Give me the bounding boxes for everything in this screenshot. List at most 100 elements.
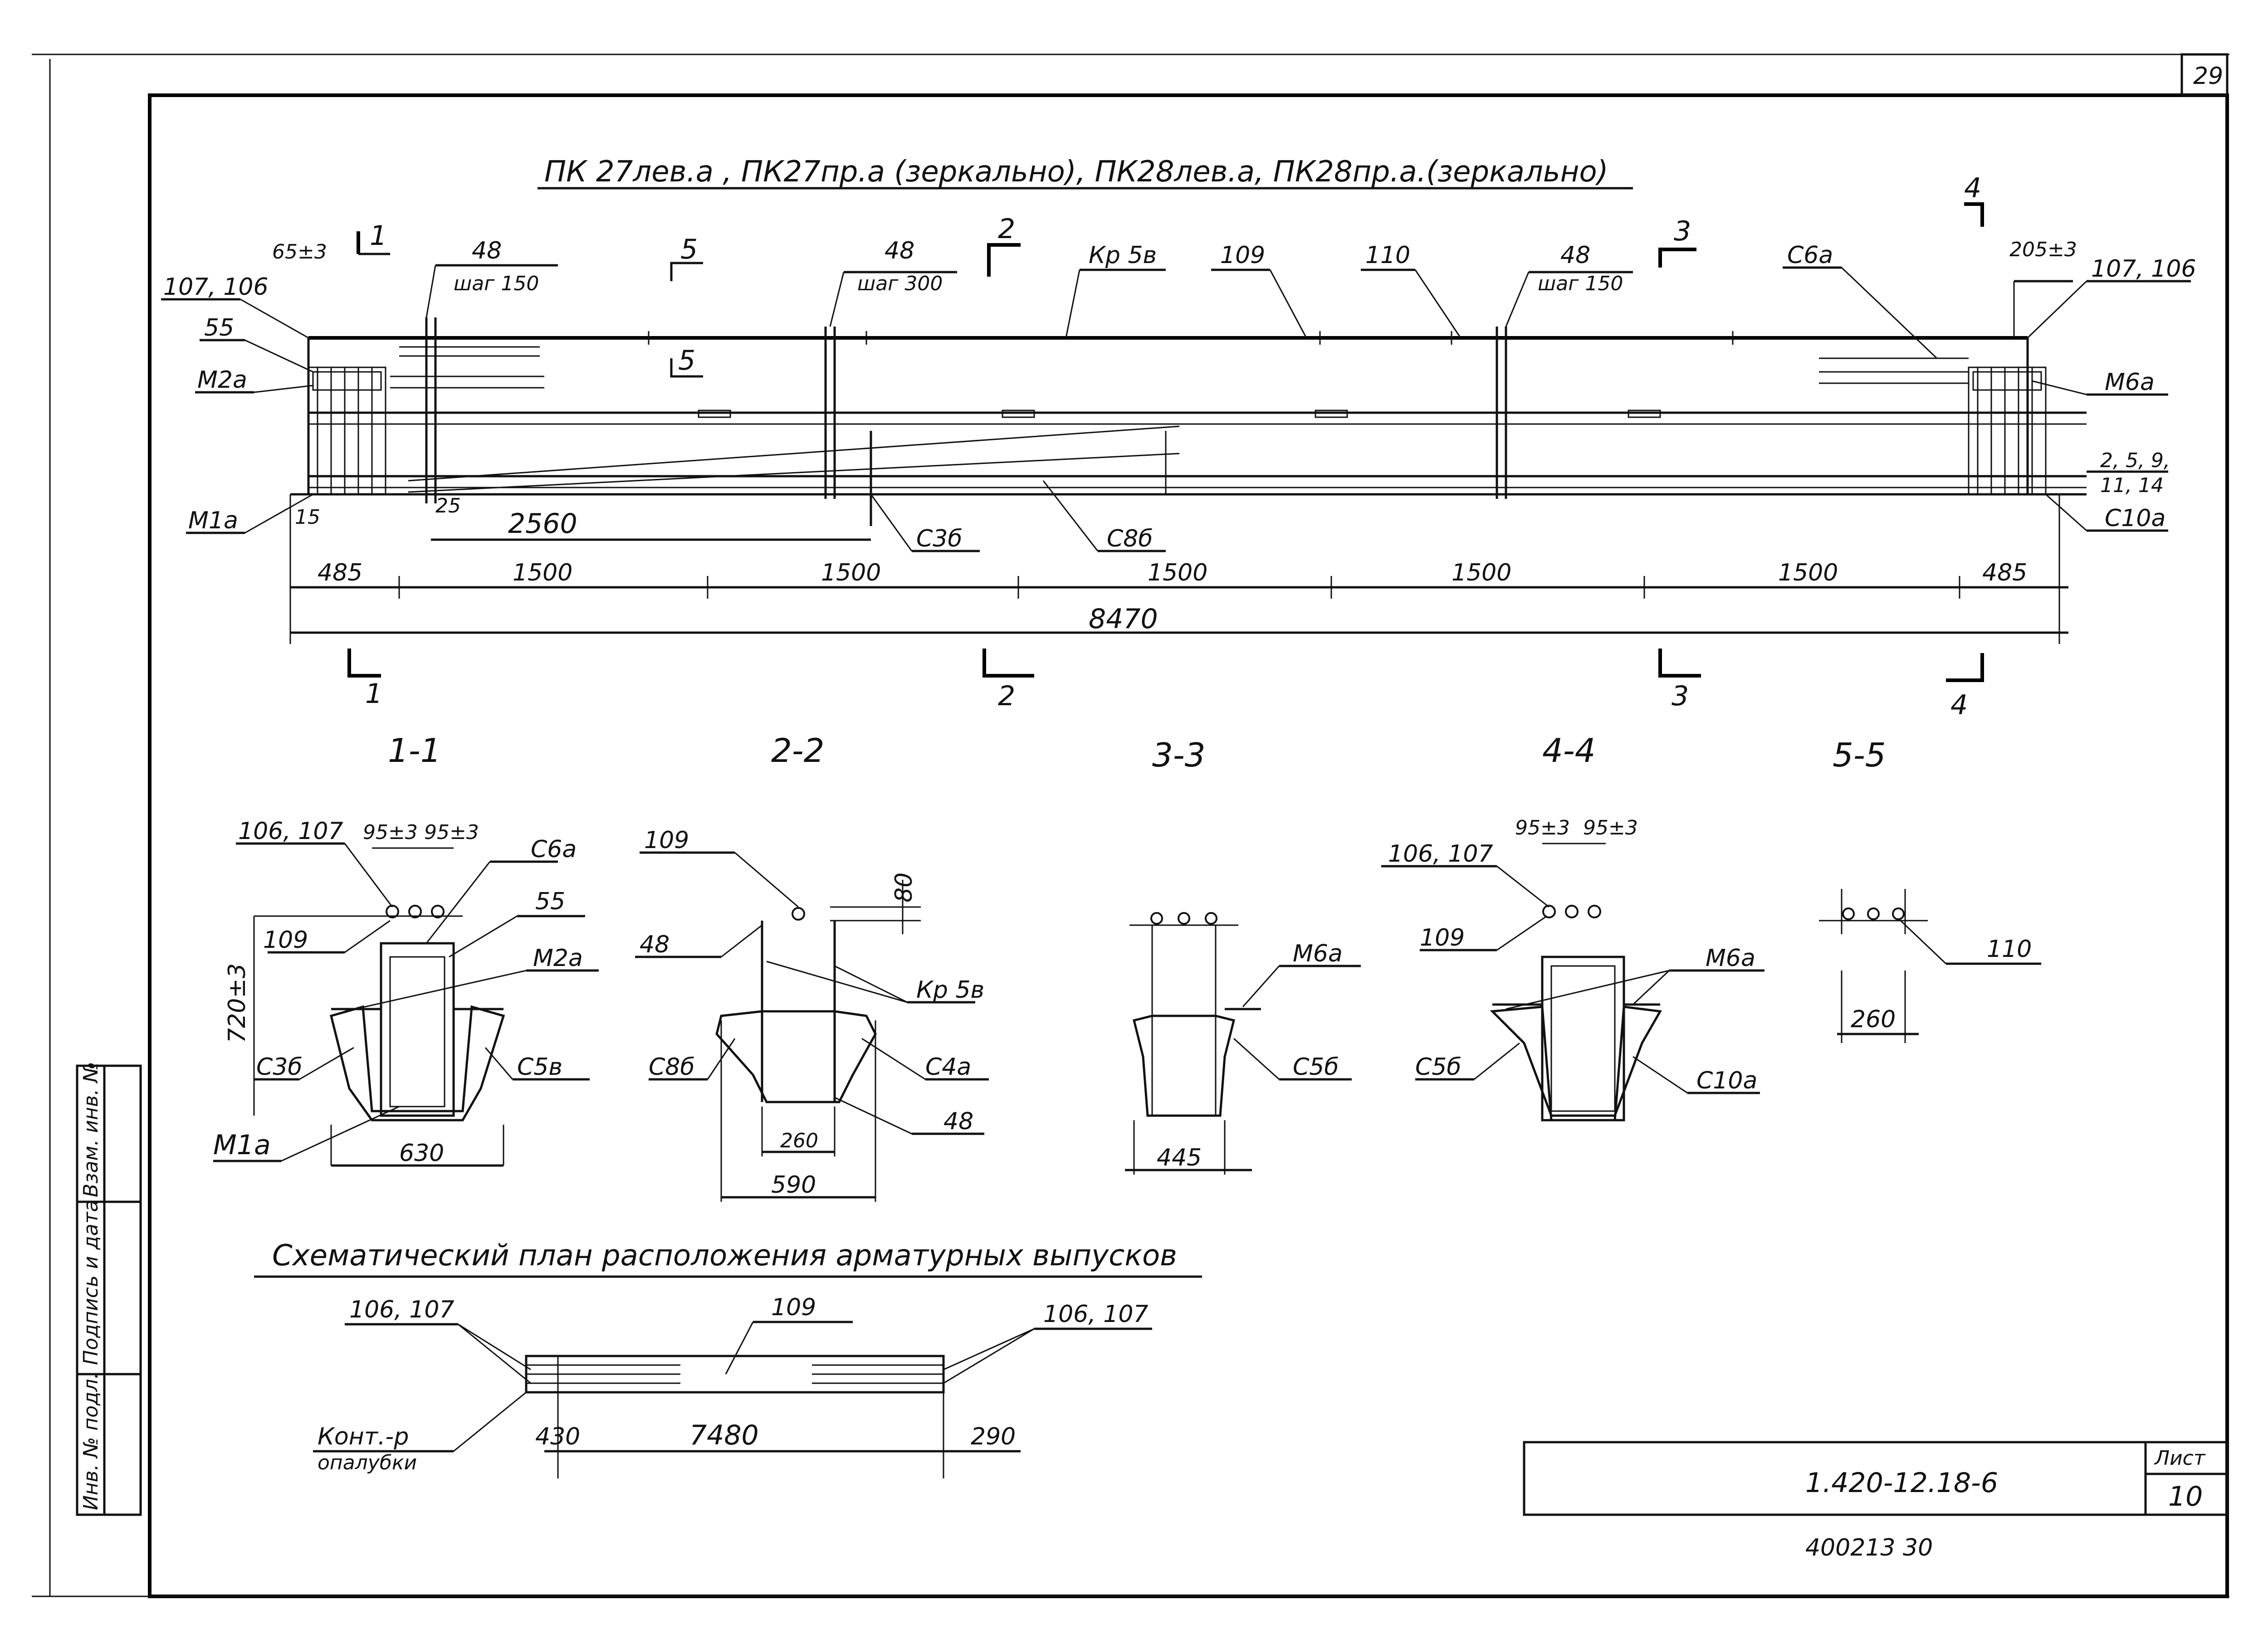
s2-label-C8b: С8б [649,1054,694,1081]
doc-code: 1.420-12.18-6 [1805,1467,1998,1499]
plan-dim-430: 430 [535,1423,580,1450]
svg-text:3: 3 [1674,215,1691,247]
s4-label-95-b: 95±3 [1583,816,1638,839]
label-15: 15 [295,506,320,529]
s1-label-C6a: С6а [531,836,577,863]
s1-label-106-107: 106, 107 [238,818,343,845]
sheet-number-top: 29 [2193,63,2223,90]
label-C6a: С6а [1787,242,1833,269]
label-C35: С3б [916,525,962,552]
section-title-1: 1-1 [388,732,441,770]
label-25: 25 [435,494,461,517]
label-M6a: М6а [2105,369,2155,396]
s2-label-80: 80 [890,873,918,902]
svg-text:5: 5 [680,234,698,265]
sheet-no: 10 [2168,1481,2203,1512]
label-C10a: С10а [2105,505,2165,532]
plan-label-right: 106, 107 [1043,1301,1149,1328]
side-stamp [76,1064,142,1516]
section-title-3: 3-3 [1152,736,1206,774]
dim-1500-5: 1500 [1778,559,1838,586]
s4-label-109: 109 [1420,924,1465,951]
label-Kr58: Кр 5в [1089,242,1157,269]
s4-label-95-a: 95±3 [1515,816,1570,839]
label-48-b: 48 [885,237,914,264]
s4-label-C5b: С5б [1415,1054,1461,1081]
title-block [1523,1441,2229,1516]
svg-text:5: 5 [678,345,695,376]
beam-elevation [290,317,2087,526]
s1-label-C35: С3б [256,1054,302,1081]
sheet-label: Лист [2154,1447,2206,1470]
svg-text:3: 3 [1672,680,1689,712]
section-4-4 [1381,843,1765,1122]
s1-label-720: 720±3 [224,963,251,1043]
s2-dim-590: 590 [771,1171,816,1199]
plan-label-kontur-2: опалубки [318,1451,417,1474]
label-48-c: 48 [1560,242,1590,269]
sheet-number-box [2180,53,2229,97]
label-55: 55 [204,314,234,341]
s1-label-95-a: 95±3 [363,821,418,844]
plan-title: Схематический план расположения арматурн… [272,1239,1177,1273]
label-65: 65±3 [272,240,327,263]
s4-label-106-107: 106, 107 [1388,840,1493,868]
s1-label-55: 55 [535,888,565,915]
s4-label-C10a: С10а [1696,1067,1757,1094]
s2-dim-260: 260 [780,1129,818,1152]
s2-label-48-b: 48 [943,1108,973,1135]
dimension-chain [289,494,2068,644]
label-107-106-left: 107, 106 [163,273,269,301]
label-M2a: М2а [197,366,247,394]
stamp-inv-no: Инв. № подл. [79,1372,103,1510]
footer-note: 400213 30 [1805,1534,1933,1561]
stamp-replaced: Взам. инв. № [79,1062,103,1197]
label-2560: 2560 [508,508,577,540]
s2-label-109: 109 [644,827,689,854]
svg-text:2: 2 [998,680,1015,712]
s1-label-C5v: С5в [517,1054,562,1081]
outer-frame [148,93,2229,1598]
s3-label-M6a: М6а [1293,940,1343,967]
label-48-a: 48 [472,237,502,264]
section-5-5 [1819,889,2041,1043]
label-step150-a: шаг 150 [454,272,539,295]
dim-total-length: 8470 [1089,603,1158,635]
section-title-4: 4-4 [1542,732,1596,770]
plan-label-kontur-1: Конт.-р [318,1423,409,1450]
s2-label-48: 48 [640,931,670,958]
dim-485-left: 485 [318,559,362,586]
s1-label-M2a: М2а [533,945,583,972]
svg-text:4: 4 [1964,172,1981,204]
label-step150-b: шаг 150 [1538,272,1623,295]
label-2-5-9: 2, 5, 9, [2100,449,2170,472]
label-107-106-right: 107, 106 [2091,255,2196,283]
section-title-5: 5-5 [1833,736,1886,774]
svg-text:4: 4 [1950,689,1968,721]
main-title: ПК 27лев.а , ПК27пр.а (зеркально), ПК28л… [544,155,1608,189]
s4-label-M6a: М6а [1706,945,1755,972]
svg-text:1: 1 [365,678,382,710]
s1-label-M1a: М1а [213,1129,271,1161]
plan-label-left: 106, 107 [349,1296,455,1323]
s1-label-109: 109 [263,927,308,954]
section-title-2: 2-2 [771,732,825,770]
s2-label-Kr58: Кр 5в [916,976,984,1004]
section-marks: 1 5 5 2 3 4 1 2 3 4 [347,172,1984,721]
svg-text:1: 1 [370,220,387,252]
svg-text:2: 2 [998,213,1015,245]
dim-1500-2: 1500 [821,559,881,586]
plan-dim-7480: 7480 [689,1419,759,1451]
s1-dim-630: 630 [399,1140,444,1167]
plan-dim-290: 290 [971,1423,1016,1450]
s3-dim-445: 445 [1157,1144,1202,1171]
dim-1500-3: 1500 [1148,559,1207,586]
schematic-plan [313,1321,1152,1478]
label-110: 110 [1365,242,1410,269]
stamp-signature: Подпись и дата [79,1200,103,1365]
label-11-14: 11, 14 [2100,474,2164,497]
dim-1500-1: 1500 [513,559,572,586]
label-C85: С8б [1107,525,1153,552]
s1-label-95-b: 95±3 [424,821,479,844]
